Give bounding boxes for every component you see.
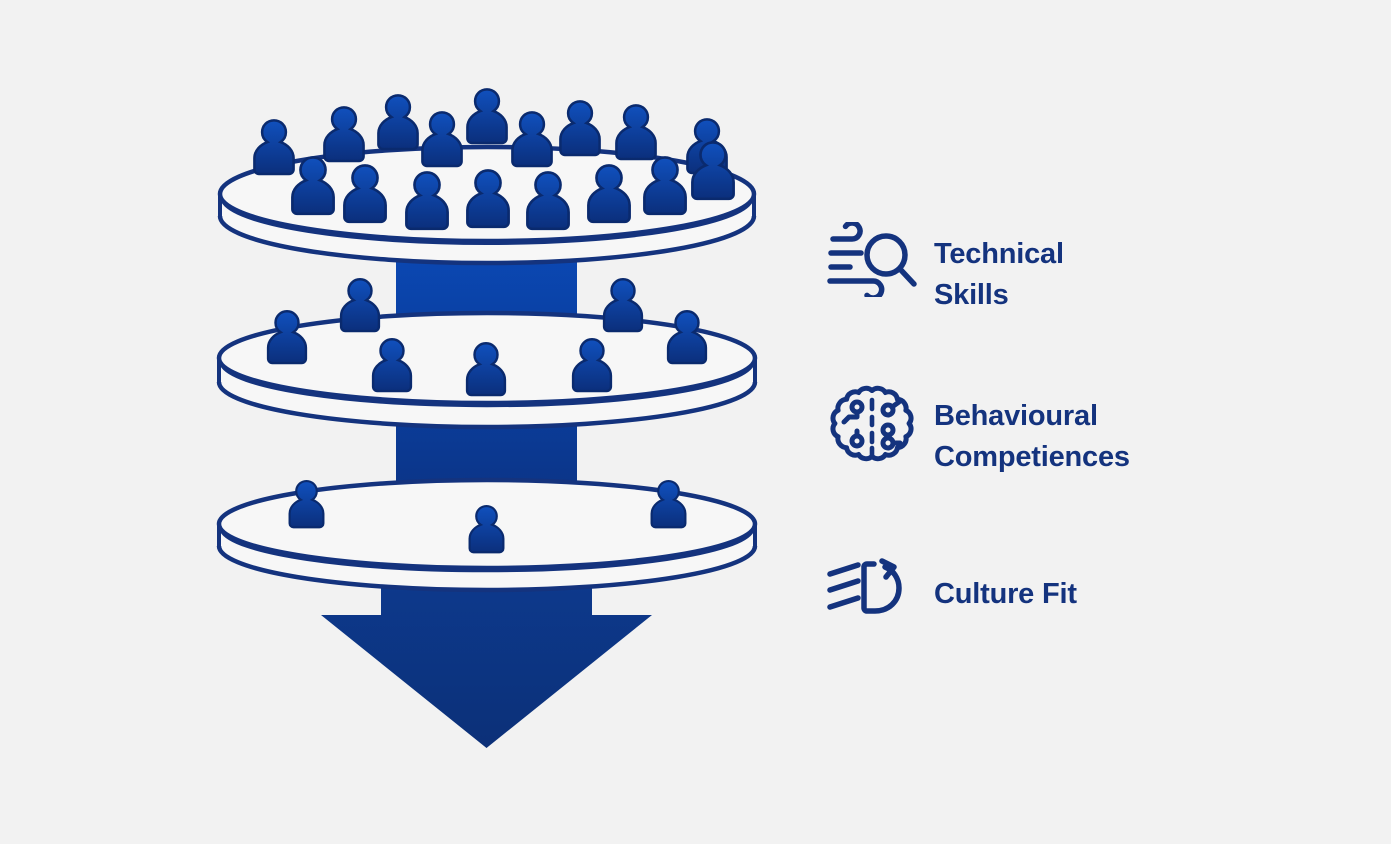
search-wind-icon (826, 222, 918, 297)
legend-item-technical-skills[interactable]: Technical Skills (826, 222, 1064, 316)
funnel-disc-top (217, 88, 757, 266)
person-icon (466, 88, 508, 145)
funnel-disc-middle (216, 278, 758, 430)
person-icon (666, 310, 708, 365)
person-icon (253, 119, 295, 176)
funnel-arrow (321, 565, 652, 748)
legend: Technical Skills (826, 0, 1306, 844)
person-icon (266, 310, 308, 365)
person-icon (339, 278, 381, 333)
brain-circuit-icon (826, 384, 918, 470)
legend-label-culture-fit: Culture Fit (934, 578, 1077, 610)
person-icon (511, 111, 553, 168)
rotate-motion-icon (826, 558, 918, 620)
legend-label-behavioural-competiences: Behavioural Competiences (934, 400, 1130, 474)
person-icon (559, 100, 601, 157)
legend-item-culture-fit[interactable]: Culture Fit (826, 558, 1077, 620)
person-icon (615, 104, 657, 161)
legend-label-technical-skills: Technical Skills (934, 238, 1064, 312)
person-icon (602, 278, 644, 333)
person-icon (323, 106, 365, 163)
funnel-disc-bottom (216, 477, 758, 593)
person-icon (377, 94, 419, 151)
legend-item-behavioural-competiences[interactable]: Behavioural Competiences (826, 384, 1130, 478)
person-icon (421, 111, 463, 168)
